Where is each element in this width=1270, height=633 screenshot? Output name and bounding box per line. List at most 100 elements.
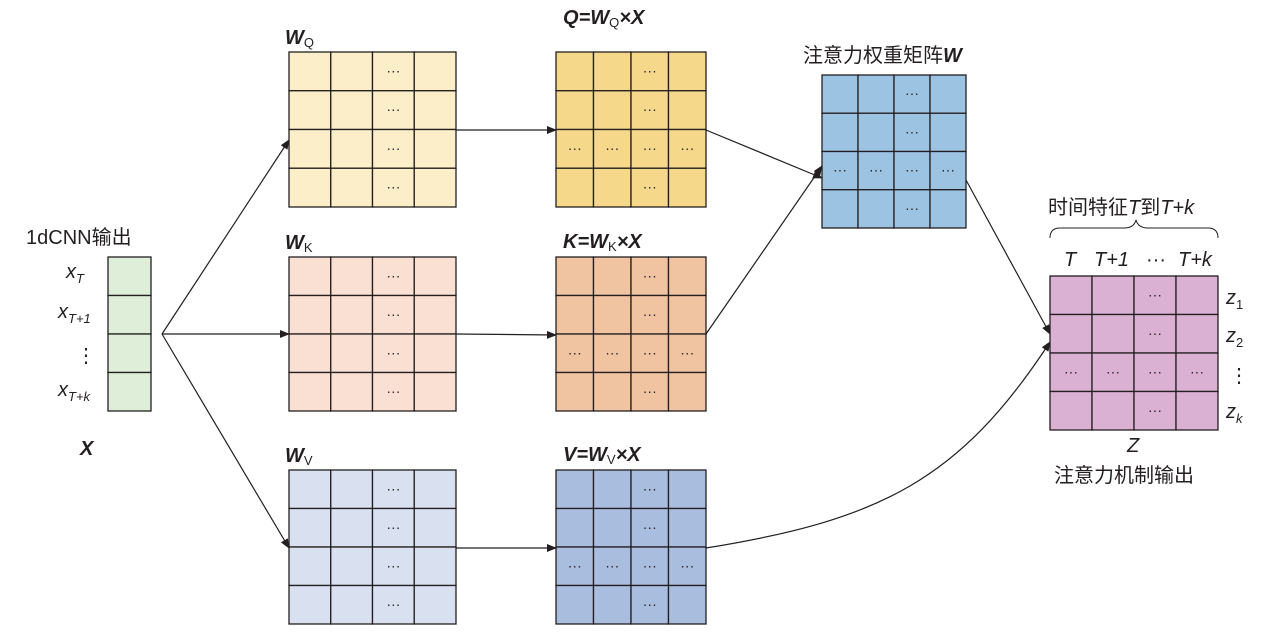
matrix-cell xyxy=(371,294,415,335)
matrix-cell xyxy=(1091,275,1135,316)
label-wq: WQ xyxy=(285,27,314,50)
cell-ellipsis: ··· xyxy=(386,557,400,573)
matrix-cell xyxy=(288,507,332,548)
cell-ellipsis: ··· xyxy=(941,162,955,178)
matrix-cell xyxy=(821,74,859,114)
cell-ellipsis: ··· xyxy=(643,101,657,117)
output-col-headers: T T+1 ··· T+k xyxy=(1064,249,1213,271)
col-header-T: T xyxy=(1064,249,1078,271)
matrix-cell xyxy=(667,90,707,131)
cell-ellipsis: ··· xyxy=(905,123,919,139)
cell-ellipsis: ··· xyxy=(386,62,400,78)
cell-ellipsis: ··· xyxy=(386,596,400,612)
matrix-cell xyxy=(413,167,457,208)
cell-ellipsis: ··· xyxy=(568,140,582,156)
matrix-cell xyxy=(413,51,457,92)
matrix-cell xyxy=(667,584,707,625)
matrix-cell xyxy=(555,371,595,412)
matrix-cell xyxy=(413,469,457,510)
matrix-cell xyxy=(1175,352,1219,393)
cell-ellipsis: ··· xyxy=(643,179,657,195)
matrix-cell xyxy=(330,333,374,374)
matrix-cell xyxy=(288,469,332,510)
matrix-cell xyxy=(592,371,632,412)
arrow-x-to-wv xyxy=(161,333,290,549)
cell-ellipsis: ··· xyxy=(605,140,619,156)
vector-cell xyxy=(107,294,152,335)
matrix-cell xyxy=(821,189,859,229)
matrix-cell xyxy=(413,256,457,297)
matrix-cell xyxy=(667,167,707,208)
matrix-cell xyxy=(592,584,632,625)
matrix-cell xyxy=(555,469,595,510)
matrix-cell xyxy=(592,469,632,510)
matrix-cell xyxy=(330,51,374,92)
row-label-z1: z1 xyxy=(1225,287,1243,312)
matrix-cell xyxy=(592,256,632,297)
matrix-cell xyxy=(592,167,632,208)
matrix-cell xyxy=(288,51,332,92)
cell-ellipsis: ··· xyxy=(643,519,657,535)
col-header-Tk: T+k xyxy=(1178,249,1213,271)
cell-ellipsis: ··· xyxy=(386,179,400,195)
matrix-cell xyxy=(1175,275,1219,316)
matrix-cell xyxy=(555,507,595,548)
matrix-cell xyxy=(857,74,895,114)
matrix-cell xyxy=(330,167,374,208)
matrix-cell xyxy=(1133,313,1177,354)
arrow-w-to-z xyxy=(965,179,1051,335)
matrix-attention-weight: ····················· xyxy=(821,74,967,229)
matrix-cell xyxy=(371,371,415,412)
input-row-labels: xT xT+1 ⋮ xT+k xyxy=(57,261,96,404)
cell-ellipsis: ··· xyxy=(643,557,657,573)
cell-ellipsis: ··· xyxy=(905,162,919,178)
matrix-cell xyxy=(592,294,632,335)
matrix-cell xyxy=(592,128,632,169)
matrix-cell xyxy=(667,371,707,412)
cell-ellipsis: ··· xyxy=(386,140,400,156)
curly-brace xyxy=(1049,219,1219,239)
matrix-cell xyxy=(330,256,374,297)
input-title: 1dCNN输出 xyxy=(26,226,132,249)
matrix-cell xyxy=(592,507,632,548)
cell-ellipsis: ··· xyxy=(386,344,400,360)
matrix-cell xyxy=(413,546,457,587)
vector-cell xyxy=(107,371,152,412)
cell-ellipsis: ··· xyxy=(386,480,400,496)
matrix-cell xyxy=(330,584,374,625)
matrix-cell xyxy=(413,294,457,335)
row-label-xTk: xT+k xyxy=(57,379,92,404)
matrix-cell xyxy=(555,546,595,587)
matrix-cell xyxy=(667,294,707,335)
matrix-cell xyxy=(667,128,707,169)
output-row-labels: z1 z2 ⋮ zk xyxy=(1225,287,1249,426)
matrix-cell xyxy=(1049,313,1093,354)
row-label-vdots: ⋮ xyxy=(1229,365,1249,387)
cell-ellipsis: ··· xyxy=(1148,363,1162,379)
label-wv: WV xyxy=(285,445,313,468)
matrix-cell xyxy=(413,333,457,374)
matrix-cell xyxy=(592,51,632,92)
matrix-cell xyxy=(630,90,670,131)
matrix-cell xyxy=(330,469,374,510)
matrix-cell xyxy=(555,294,595,335)
matrix-cell xyxy=(1091,313,1135,354)
matrix-cell xyxy=(555,167,595,208)
matrix-cell xyxy=(667,469,707,510)
brace-label: 时间特征T到T+k xyxy=(1048,195,1195,219)
matrix-cell xyxy=(929,74,967,114)
matrix-cell xyxy=(555,584,595,625)
cell-ellipsis: ··· xyxy=(605,344,619,360)
cell-ellipsis: ··· xyxy=(643,306,657,322)
cell-ellipsis: ··· xyxy=(869,162,883,178)
cell-ellipsis: ··· xyxy=(386,306,400,322)
matrix-cell xyxy=(288,294,332,335)
matrix-cell xyxy=(1049,390,1093,431)
label-v: V=WV×X xyxy=(563,444,642,467)
cell-ellipsis: ··· xyxy=(386,383,400,399)
matrix-k: ····················· xyxy=(555,256,707,412)
matrix-cell xyxy=(288,128,332,169)
arrows xyxy=(161,126,1051,552)
label-k: K=WK×X xyxy=(563,231,643,254)
